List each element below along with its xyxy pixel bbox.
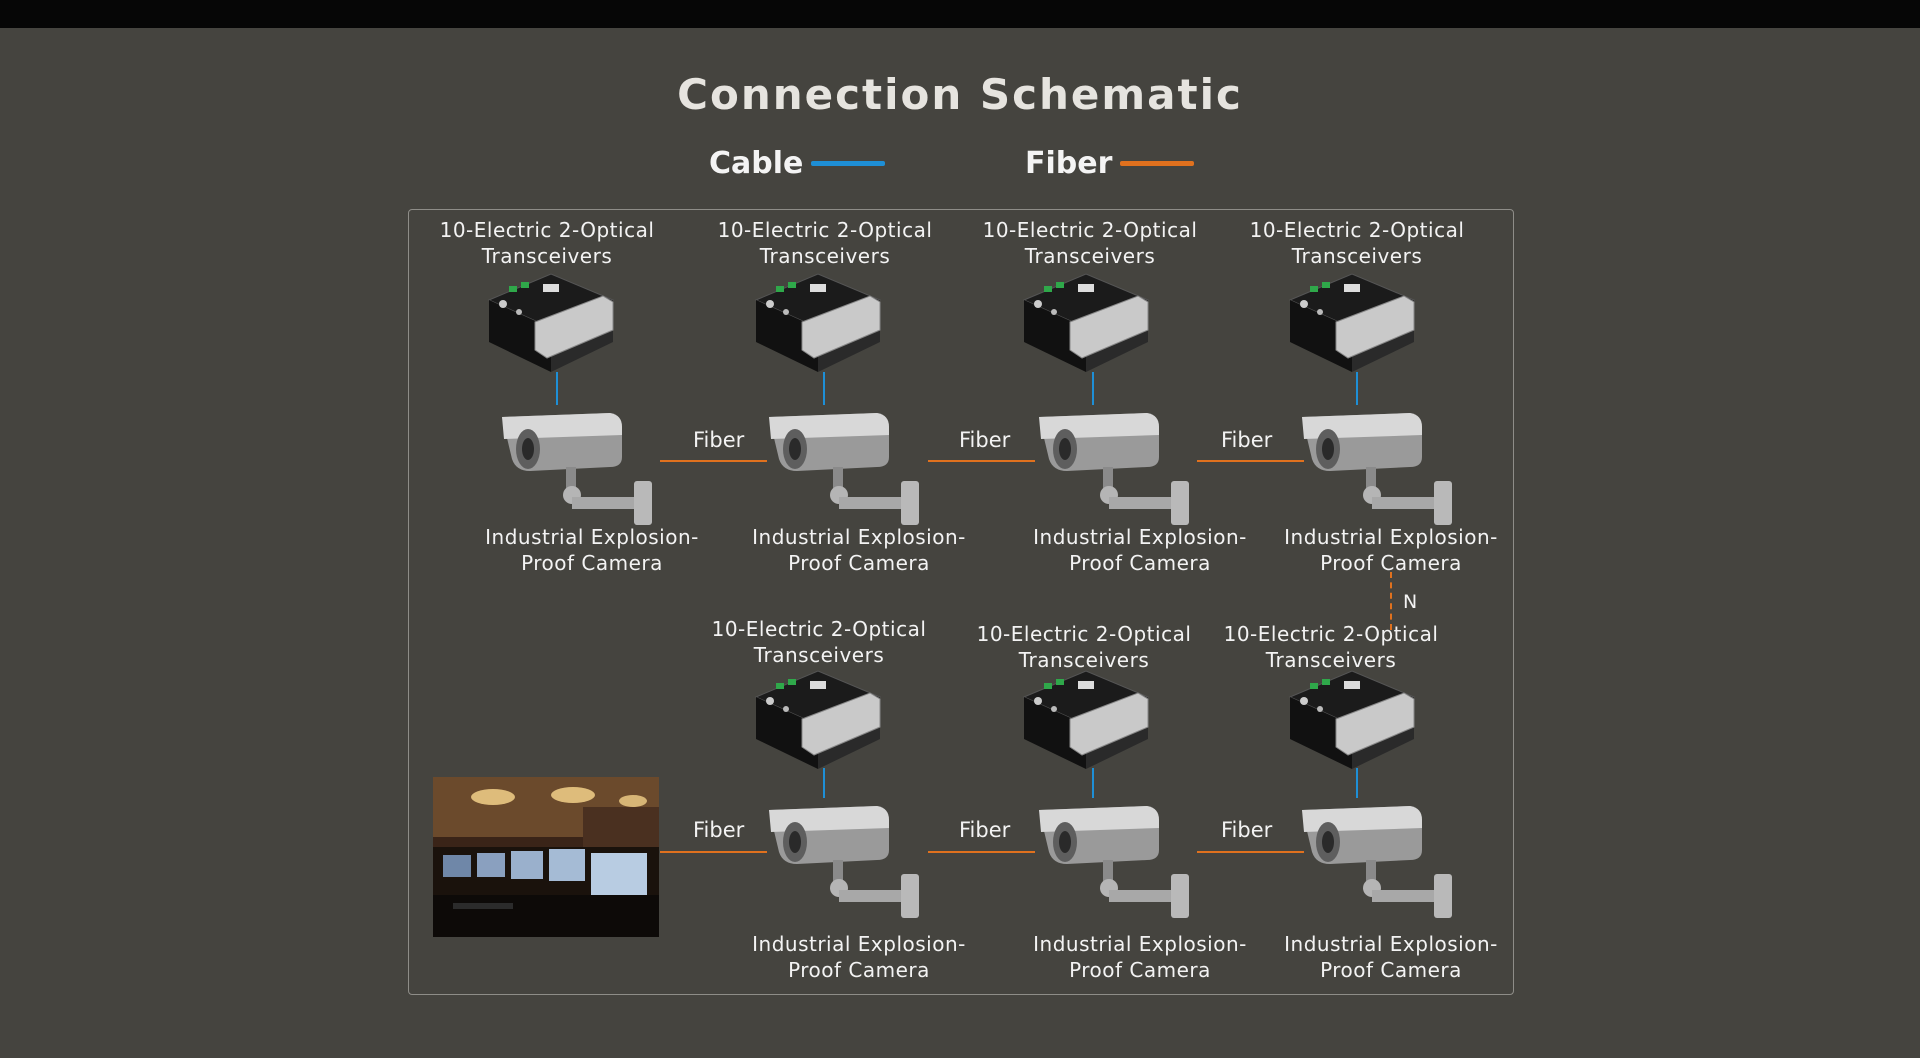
fiber-link-label: Fiber [693,428,745,452]
transceiver-board-icon [1288,670,1416,769]
fiber-line [928,460,1035,462]
transceiver-label: 10-Electric 2-Optical Transceivers [1249,218,1465,268]
cable-line [1092,768,1094,798]
transceiver-board-icon [754,670,882,769]
legend-fiber-line [1120,161,1195,166]
explosion-proof-camera-icon [769,806,919,918]
fiber-line [1197,851,1304,853]
transceiver-label: 10-Electric 2-Optical Transceivers [717,218,933,268]
camera-label: Industrial Explosion- Proof Camera [1033,525,1247,575]
fiber-line [928,851,1035,853]
transceiver-board-icon [1022,670,1150,769]
legend-cable-line [811,161,886,166]
camera-label: Industrial Explosion- Proof Camera [752,932,966,982]
explosion-proof-camera-icon [1039,806,1189,918]
legend-cable-label: Cable [709,146,804,181]
cable-line [823,768,825,798]
transceiver-board-icon [754,273,882,372]
monitoring-room-image [433,777,659,937]
fiber-link-label: Fiber [693,818,745,842]
legend-fiber-label: Fiber [1025,146,1113,181]
fiber-line [660,851,767,853]
camera-label: Industrial Explosion- Proof Camera [485,525,699,575]
fiber-link-label: Fiber [959,428,1011,452]
transceiver-label: 10-Electric 2-Optical Transceivers [439,218,655,268]
top-bar [0,0,1920,28]
explosion-proof-camera-icon [769,413,919,525]
transceiver-label: 10-Electric 2-Optical Transceivers [976,622,1192,672]
cable-line [1356,768,1358,798]
transceiver-label: 10-Electric 2-Optical Transceivers [711,617,927,667]
cable-line [823,372,825,405]
page-title: Connection Schematic [677,70,1243,119]
fiber-link-label: Fiber [959,818,1011,842]
continuation-label: N [1403,591,1418,613]
camera-label: Industrial Explosion- Proof Camera [1284,525,1498,575]
explosion-proof-camera-icon [1302,413,1452,525]
transceiver-board-icon [1022,273,1150,372]
cable-line [556,372,558,405]
fiber-line [660,460,767,462]
explosion-proof-camera-icon [1302,806,1452,918]
transceiver-board-icon [487,273,615,372]
cable-line [1356,372,1358,405]
transceiver-label: 10-Electric 2-Optical Transceivers [982,218,1198,268]
schematic-frame [408,209,1514,995]
cable-line [1092,372,1094,405]
legend-cable: Cable [709,146,886,181]
fiber-line [1197,460,1304,462]
legend-fiber: Fiber [1025,146,1195,181]
camera-label: Industrial Explosion- Proof Camera [1033,932,1247,982]
camera-label: Industrial Explosion- Proof Camera [1284,932,1498,982]
transceiver-label: 10-Electric 2-Optical Transceivers [1223,622,1439,672]
explosion-proof-camera-icon [1039,413,1189,525]
transceiver-board-icon [1288,273,1416,372]
explosion-proof-camera-icon [502,413,652,525]
fiber-link-label: Fiber [1221,818,1273,842]
camera-label: Industrial Explosion- Proof Camera [752,525,966,575]
fiber-link-label: Fiber [1221,428,1273,452]
dashed-fiber-line [1390,572,1392,630]
